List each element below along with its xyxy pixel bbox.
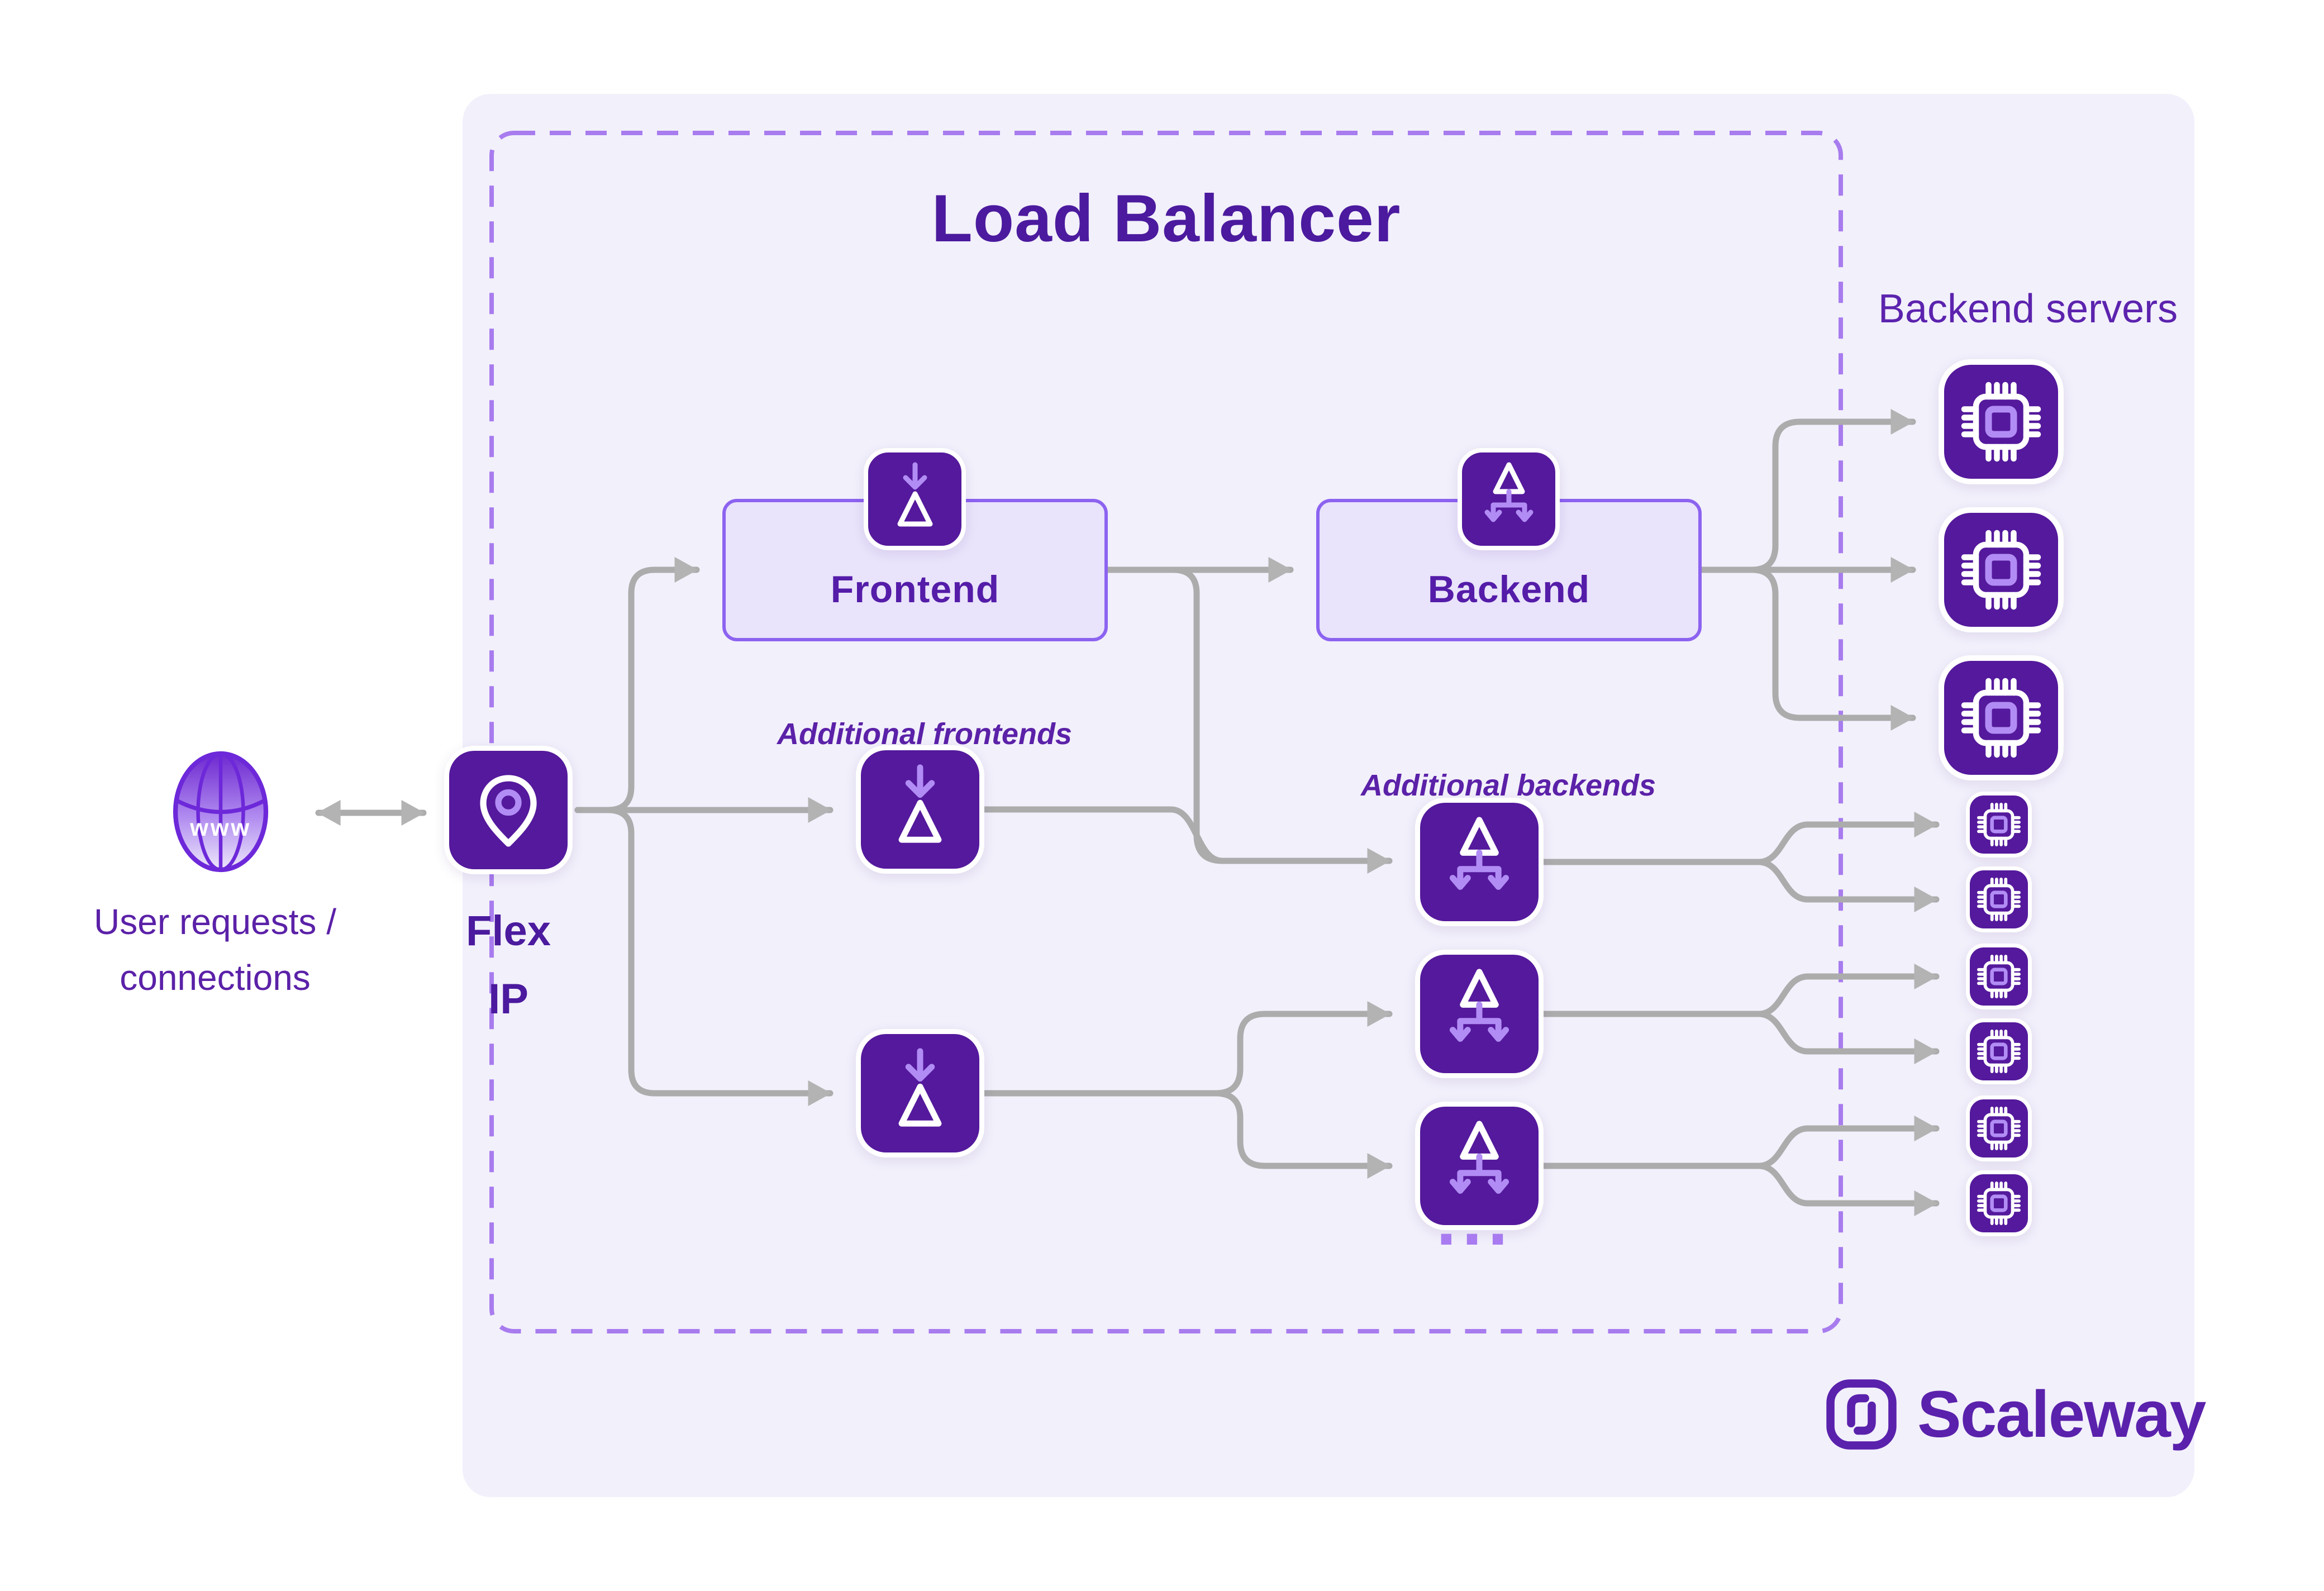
link-backend-server1 (1749, 408, 1916, 573)
scaleway-logomark (1826, 1379, 1897, 1450)
link-af2-ab2 (981, 1001, 1393, 1097)
backend-distribution-icon (1449, 968, 1509, 1042)
link-ab1-s2 (1755, 859, 1940, 913)
diagram-panel (463, 94, 2194, 1497)
connectors (315, 408, 1940, 1217)
frontend-node-icon (864, 448, 966, 550)
link-flexip-af2 (574, 807, 834, 1107)
page-title: Load Balancer (931, 181, 1401, 256)
backend-server-small-6 (1966, 1170, 2032, 1236)
backend-box-label: Backend (1427, 568, 1590, 611)
flex-ip-node (444, 746, 573, 874)
link-backend-server3 (1749, 566, 1916, 731)
globe-www-text: www (189, 814, 251, 841)
link-af2-ab3 (1212, 1090, 1393, 1179)
backend-server-1 (1939, 359, 2064, 484)
brand-wordmark: Scaleway (1917, 1378, 2206, 1451)
frontend-ingress-icon (898, 764, 942, 843)
backend-server-3 (1939, 655, 2064, 780)
link-ab2-s4 (1755, 1011, 1940, 1065)
frontend-ingress-icon (897, 462, 932, 526)
backend-servers-label: Backend servers (1878, 287, 2178, 331)
cpu-chip-icon (1961, 530, 2041, 610)
more-backends-ellipsis: ... (1436, 1179, 1514, 1260)
cpu-chip-icon (1977, 1107, 2021, 1150)
map-pin-icon (480, 775, 537, 847)
backend-distribution-icon (1449, 1120, 1509, 1194)
frontend-ingress-icon (898, 1047, 942, 1127)
link-af1-ab1 (981, 806, 1393, 874)
globe-www-icon: www (173, 751, 269, 873)
cpu-chip-icon (1977, 1182, 2021, 1225)
link-flexip-frontend (574, 556, 700, 813)
backend-server-2 (1939, 507, 2064, 632)
backend-server-small-5 (1966, 1095, 2032, 1161)
cpu-chip-icon (1977, 803, 2021, 846)
additional-backend-node-1 (1415, 798, 1544, 926)
link-ab2-s3 (1755, 963, 1940, 1017)
additional-frontend-node-2 (856, 1029, 984, 1157)
cpu-chip-icon (1977, 955, 2021, 998)
user-requests-label: User requests / connections (34, 894, 397, 1006)
link-ab3-s6 (1755, 1163, 1940, 1217)
backend-distribution-icon (1484, 462, 1533, 522)
flex-ip-line1: Flex (465, 907, 551, 955)
link-ab1-s1 (1755, 811, 1940, 865)
link-frontend-branch (1170, 566, 1226, 864)
frontend-box-label: Frontend (830, 568, 1000, 611)
user-requests-line2: connections (120, 958, 311, 998)
flex-ip-label: Flex IP (422, 897, 595, 1033)
additional-backend-node-3 (1415, 1102, 1544, 1230)
additional-frontend-node-1 (856, 745, 984, 874)
backend-server-small-4 (1966, 1018, 2032, 1084)
link-ab3-s5 (1755, 1115, 1940, 1169)
cpu-chip-icon (1961, 678, 2041, 758)
backend-node-icon (1458, 448, 1560, 550)
backend-server-small-1 (1966, 792, 2032, 858)
additional-backend-node-2 (1415, 950, 1544, 1078)
backend-distribution-icon (1449, 816, 1509, 890)
flex-ip-line2: IP (488, 975, 528, 1023)
backend-server-small-2 (1966, 866, 2032, 932)
cpu-chip-icon (1961, 382, 2041, 462)
load-balancer-dashed-border (489, 131, 1843, 1333)
user-requests-line1: User requests / (94, 902, 336, 942)
cpu-chip-icon (1977, 878, 2021, 921)
brand-logo: Scaleway (1825, 1375, 2206, 1454)
backend-server-small-3 (1966, 944, 2032, 1009)
cpu-chip-icon (1977, 1030, 2021, 1073)
additional-backends-label: Additional backends (1360, 769, 1656, 802)
